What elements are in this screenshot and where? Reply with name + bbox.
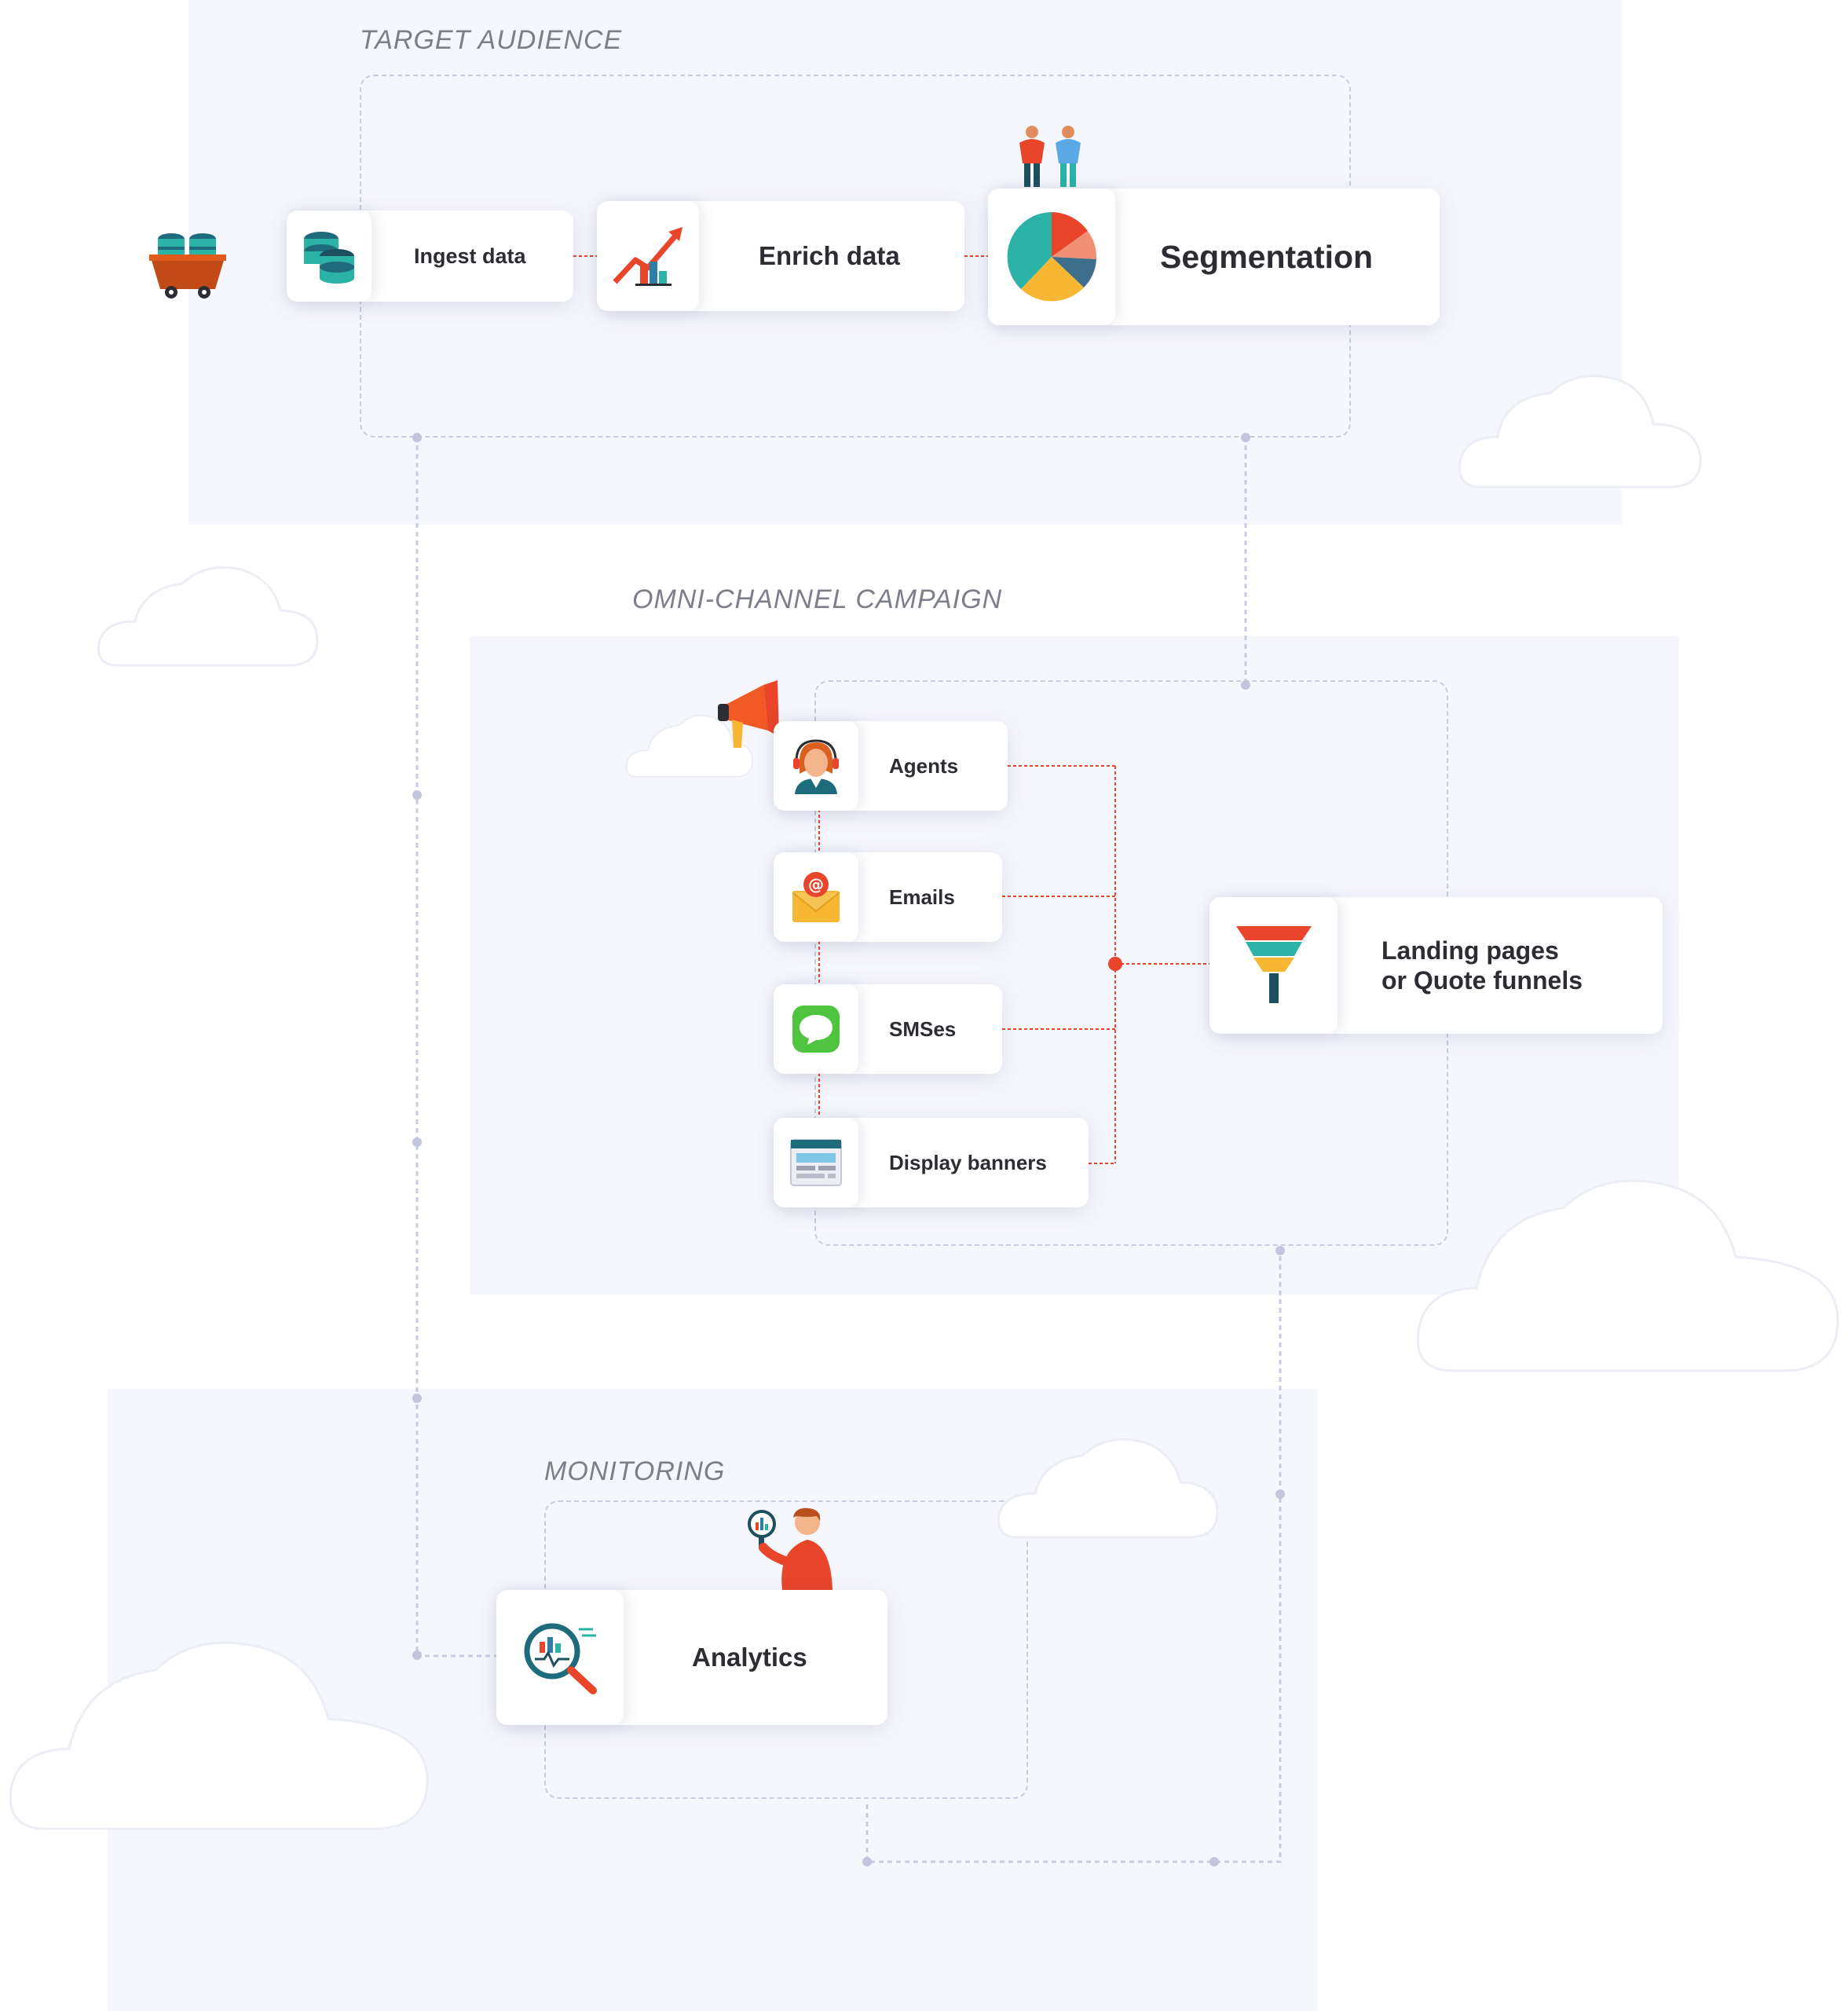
display-banners-label: Display banners <box>889 1118 1047 1207</box>
email-envelope-icon: @ <box>791 870 841 924</box>
flow-target-to-monitoring <box>417 437 496 1656</box>
analytics-magnifier-icon <box>521 1620 599 1695</box>
agents-label: Agents <box>889 721 958 811</box>
agents-node[interactable]: Agents <box>774 721 1008 811</box>
funnel-icon <box>1236 926 1312 1005</box>
landing-pages-node[interactable]: Landing pages or Quote funnels <box>1209 897 1663 1034</box>
landing-pages-line2: or Quote funnels <box>1381 965 1583 995</box>
people-icon <box>1013 124 1087 189</box>
sms-bubble-icon <box>792 1005 840 1053</box>
mining-cart-icon <box>149 229 228 302</box>
display-banners-node[interactable]: Display banners <box>774 1118 1089 1207</box>
database-icon <box>301 228 357 284</box>
banner-window-icon <box>790 1139 842 1186</box>
analytics-label: Analytics <box>692 1590 807 1725</box>
svg-text:@: @ <box>808 875 824 894</box>
smses-node[interactable]: SMSes <box>774 984 1002 1074</box>
emails-node[interactable]: @ Emails <box>774 852 1002 942</box>
emails-label: Emails <box>889 852 955 942</box>
enrich-data-label: Enrich data <box>759 201 900 311</box>
segmentation-label: Segmentation <box>1160 189 1373 325</box>
analytics-node[interactable]: Analytics <box>496 1590 887 1725</box>
landing-pages-line1: Landing pages <box>1381 936 1559 965</box>
megaphone-icon <box>716 679 781 751</box>
enrich-data-node[interactable]: Enrich data <box>597 201 964 311</box>
pie-chart-icon <box>1005 211 1098 303</box>
smses-label: SMSes <box>889 984 956 1074</box>
growth-chart-icon <box>612 222 684 290</box>
ingest-data-label: Ingest data <box>414 211 526 302</box>
agent-headset-icon <box>789 738 843 794</box>
flow-campaign-to-monitoring <box>867 1247 1280 1862</box>
analyst-person-icon <box>746 1507 836 1590</box>
segmentation-node[interactable]: Segmentation <box>988 189 1440 325</box>
junction-dot <box>1108 957 1122 971</box>
landing-pages-label: Landing pages or Quote funnels <box>1381 897 1583 1034</box>
ingest-data-node[interactable]: Ingest data <box>287 211 573 302</box>
